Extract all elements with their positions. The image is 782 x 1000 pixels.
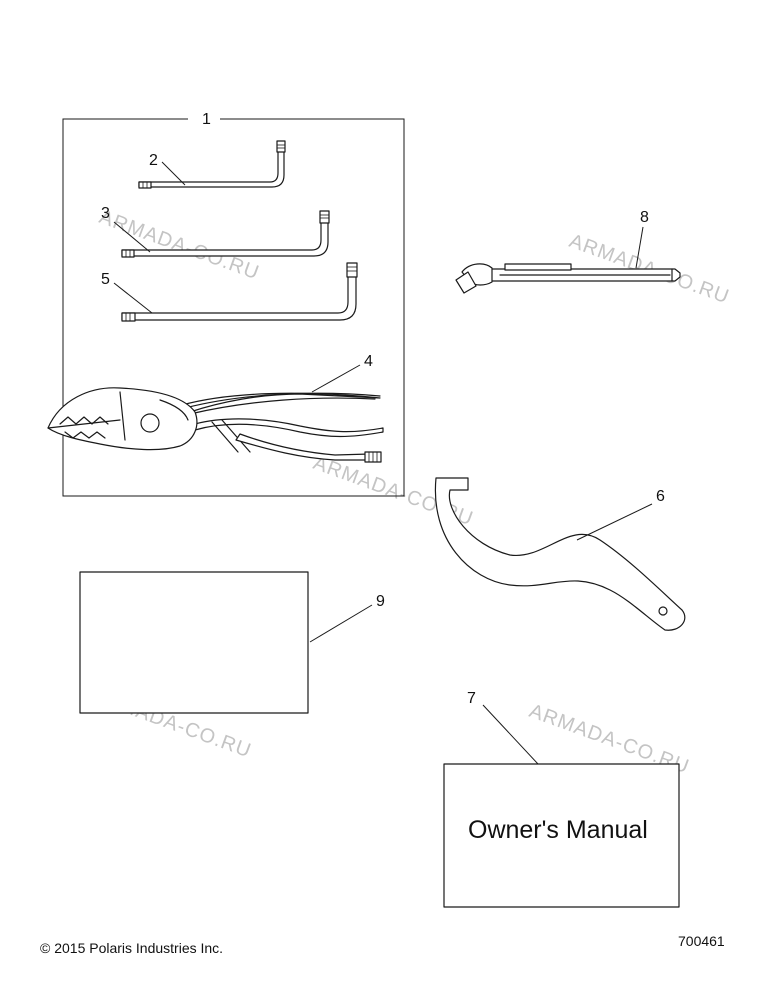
copyright: © 2015 Polaris Industries Inc.: [40, 940, 223, 956]
manual-label: Owner's Manual: [468, 816, 648, 844]
callout-wrench-medium: 3: [101, 205, 110, 222]
callout-spanner: 6: [656, 488, 665, 505]
decal-card: [79, 571, 309, 714]
pliers: [47, 387, 384, 463]
spark-tool: [455, 263, 681, 294]
callout-manual: 7: [467, 690, 476, 707]
hex-wrench-large: [121, 262, 358, 322]
callout-kit: 1: [202, 111, 211, 128]
owners-manual: [443, 763, 680, 908]
hex-wrench-medium: [121, 210, 330, 258]
callout-spark-tool: 8: [640, 209, 649, 226]
callout-decal: 9: [376, 593, 385, 610]
kit-box: [62, 118, 405, 497]
callout-wrench-small: 2: [149, 152, 158, 169]
callout-pliers: 4: [364, 353, 373, 370]
callout-wrench-large: 5: [101, 271, 110, 288]
watermark: ARMADA-CO.RU: [96, 206, 262, 284]
spanner-wrench: [434, 477, 686, 631]
part-number: 700461: [678, 933, 725, 949]
hex-wrench-small: [138, 140, 286, 189]
